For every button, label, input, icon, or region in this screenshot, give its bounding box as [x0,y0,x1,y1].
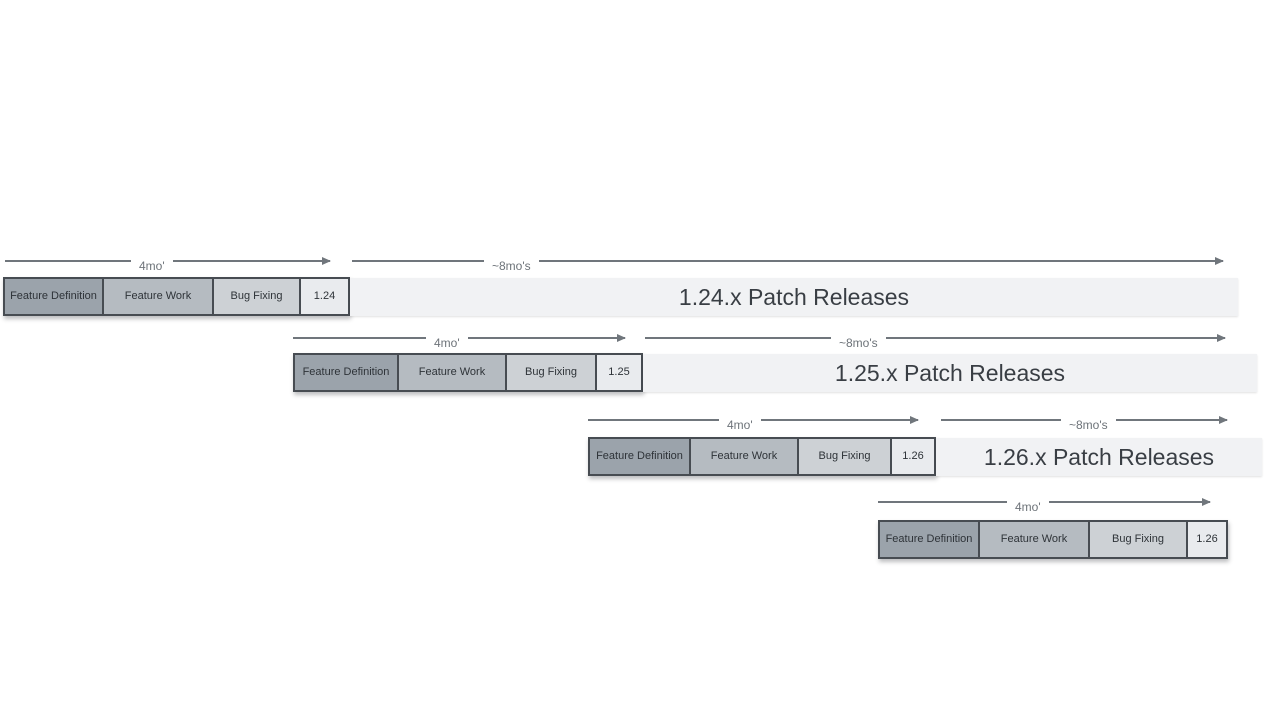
patch-cycle-arrow: ~8mo's [645,333,1227,350]
release-phase-boxes: Feature Definition Feature Work Bug Fixi… [3,277,350,316]
arrow-line [588,419,719,421]
dev-cycle-arrow: 4mo' [588,415,920,432]
dev-cycle-arrow: 4mo' [5,256,332,273]
phase-bug-fixing: Bug Fixing [1088,522,1186,557]
phase-bug-fixing: Bug Fixing [212,279,299,314]
release-phase-boxes: Feature Definition Feature Work Bug Fixi… [293,353,643,392]
phase-feature-work: Feature Work [689,439,797,474]
phase-feature-work: Feature Work [978,522,1088,557]
arrow-line-with-head [1048,498,1212,506]
version-box: 1.24 [299,279,348,314]
arrow-line [5,260,131,262]
phase-feature-definition: Feature Definition [5,279,102,314]
patch-cycle-arrow: ~8mo's [941,415,1229,432]
version-box: 1.26 [890,439,934,474]
arrow-line-with-head [885,334,1227,342]
patch-duration-label: ~8mo's [1069,418,1108,432]
patch-cycle-arrow: ~8mo's [352,256,1225,273]
arrow-line-with-head [538,257,1225,265]
phase-feature-definition: Feature Definition [880,522,978,557]
arrow-line-with-head [467,334,627,342]
phase-feature-work: Feature Work [397,355,505,390]
dev-cycle-arrow: 4mo' [293,333,627,350]
patch-releases-bar: 1.24.x Patch Releases [350,278,1238,316]
arrow-line-with-head [1115,416,1229,424]
version-box: 1.25 [595,355,641,390]
patch-duration-label: ~8mo's [492,259,531,273]
arrow-line [645,337,831,339]
patch-releases-bar: 1.26.x Patch Releases [936,438,1262,476]
dev-duration-label: 4mo' [727,418,753,432]
phase-bug-fixing: Bug Fixing [505,355,595,390]
patch-duration-label: ~8mo's [839,336,878,350]
dev-duration-label: 4mo' [434,336,460,350]
phase-feature-work: Feature Work [102,279,212,314]
dev-duration-label: 4mo' [1015,500,1041,514]
dev-cycle-arrow: 4mo' [878,497,1212,514]
arrow-line [352,260,484,262]
release-phase-boxes: Feature Definition Feature Work Bug Fixi… [878,520,1228,559]
arrow-line-with-head [760,416,920,424]
phase-feature-definition: Feature Definition [295,355,397,390]
release-phase-boxes: Feature Definition Feature Work Bug Fixi… [588,437,936,476]
phase-feature-definition: Feature Definition [590,439,689,474]
arrow-line-with-head [172,257,332,265]
arrow-line [878,501,1007,503]
version-box: 1.26 [1186,522,1226,557]
dev-duration-label: 4mo' [139,259,165,273]
phase-bug-fixing: Bug Fixing [797,439,890,474]
arrow-line [293,337,426,339]
arrow-line [941,419,1061,421]
patch-releases-bar: 1.25.x Patch Releases [643,354,1257,392]
